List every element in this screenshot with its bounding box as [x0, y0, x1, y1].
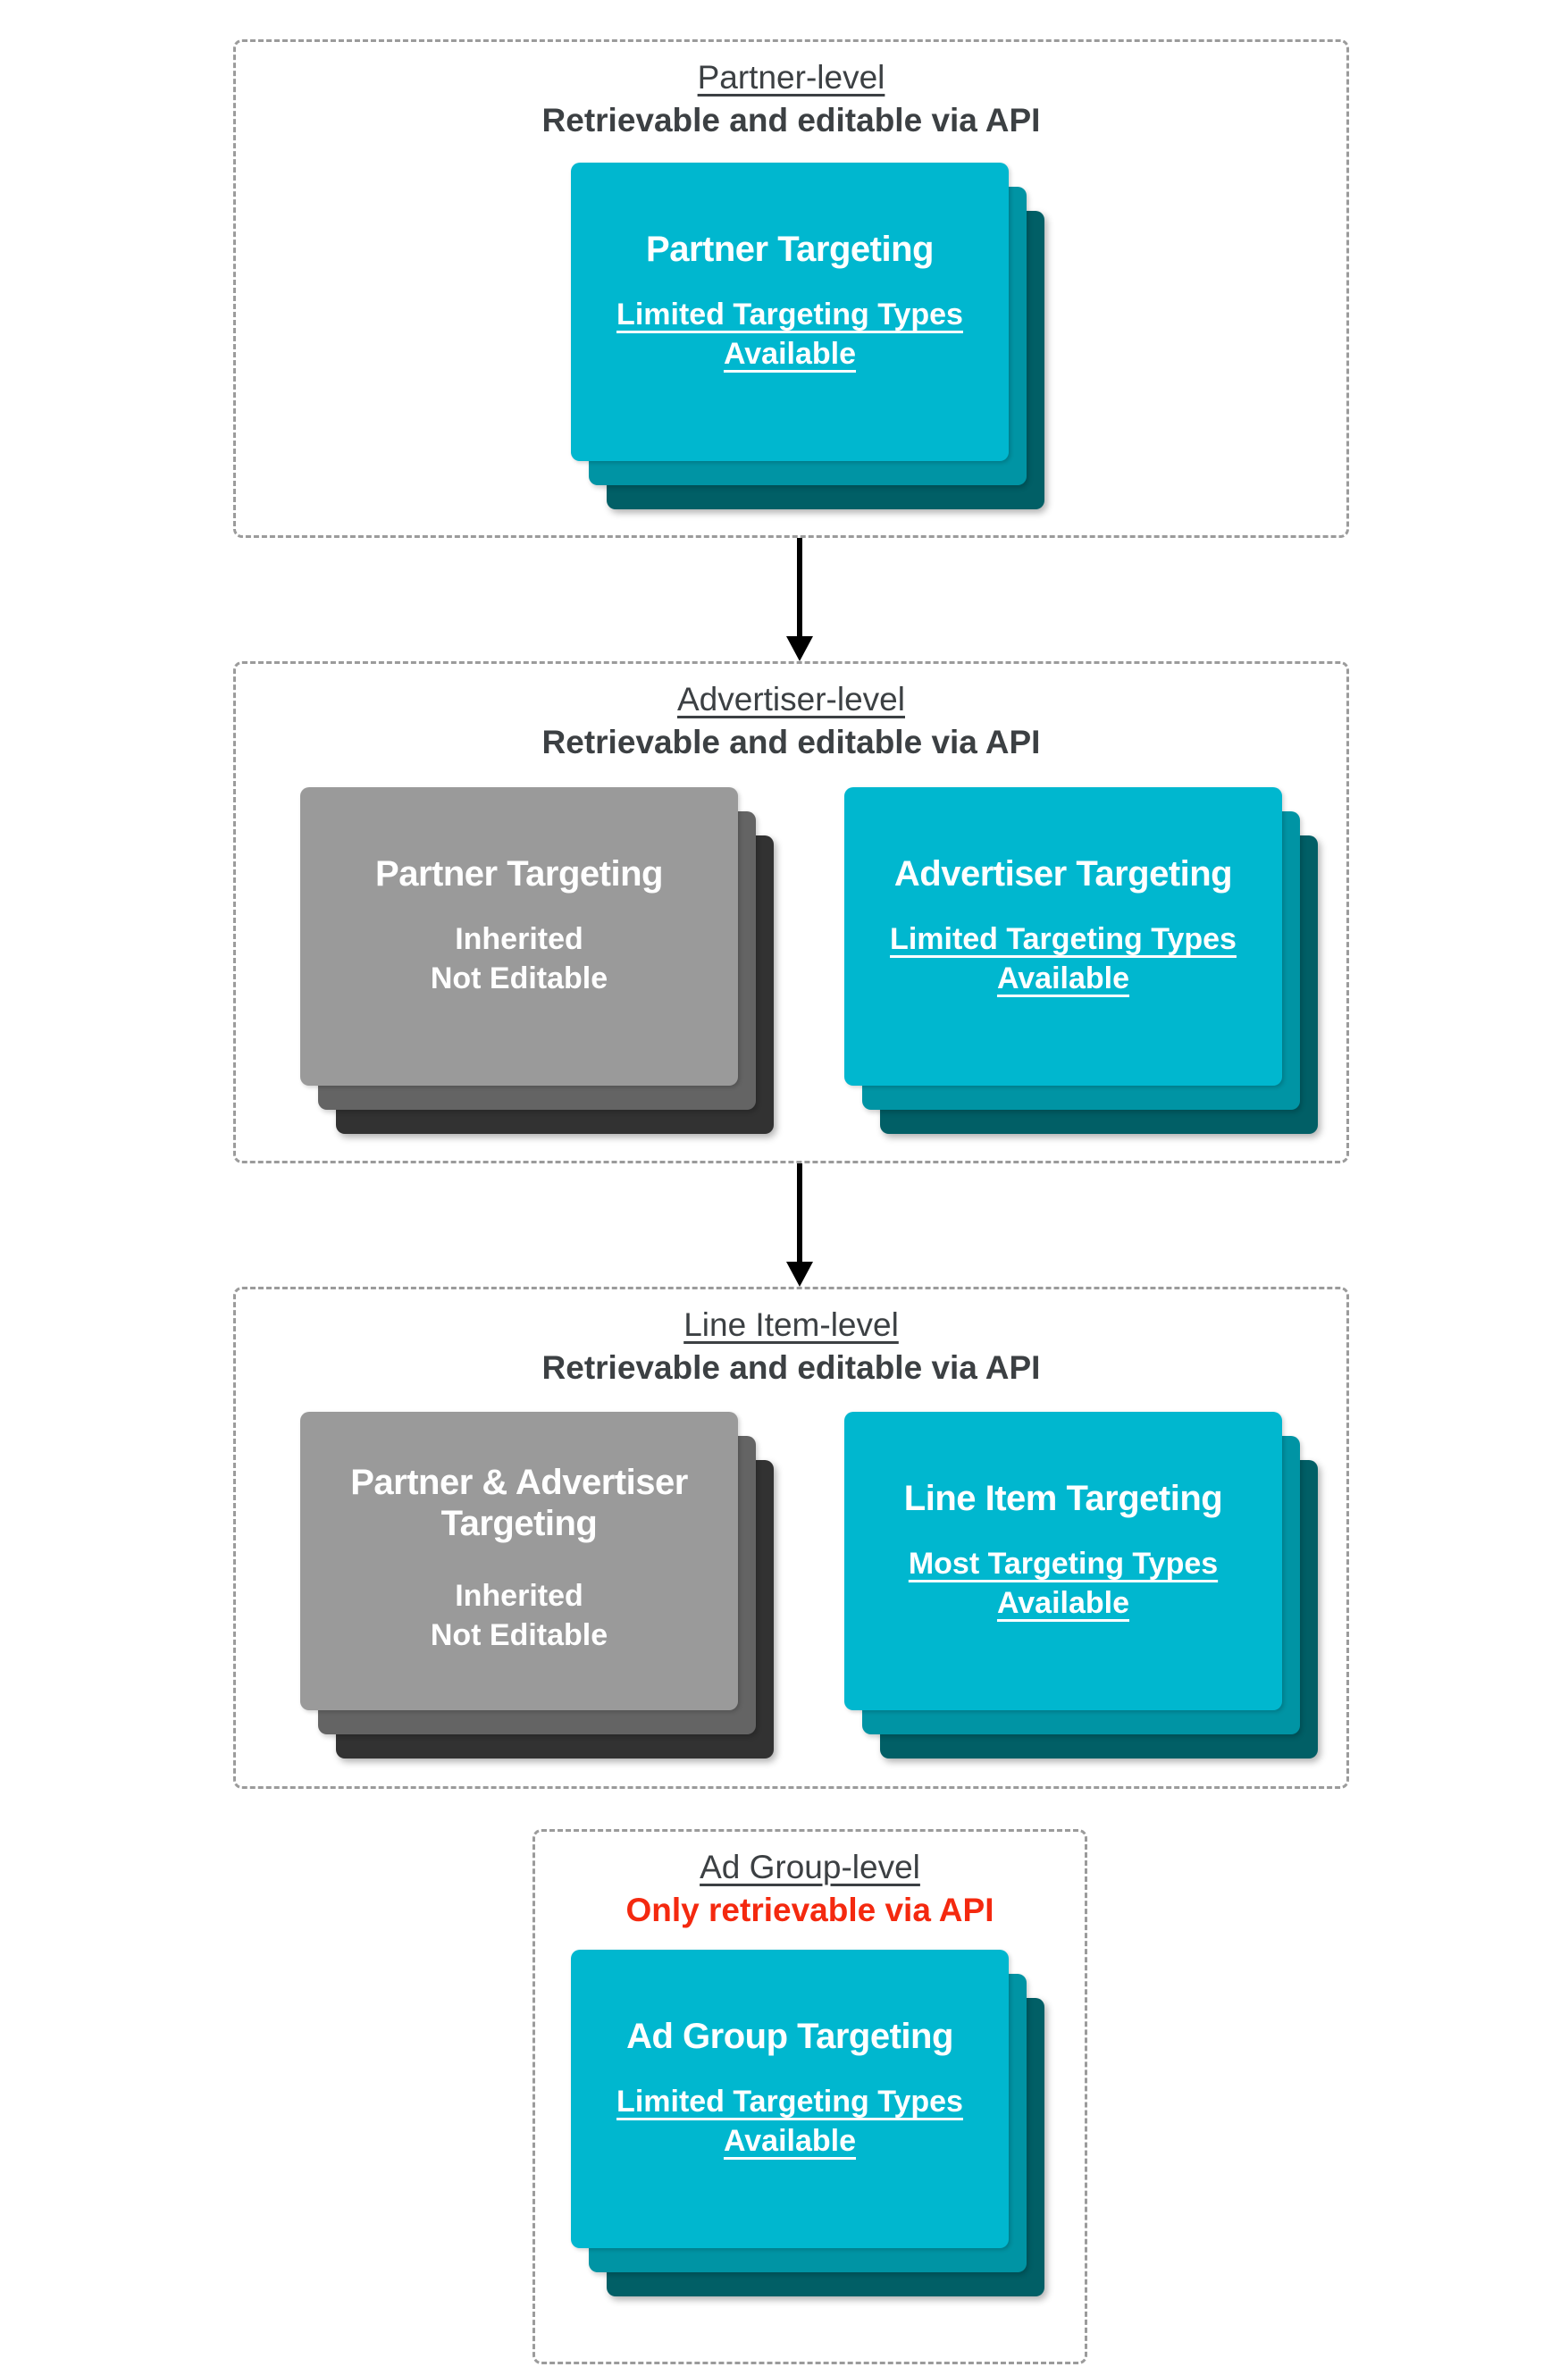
section-subtitle: Retrievable and editable via API — [541, 1349, 1041, 1386]
card-stack: Advertiser Targeting Limited Targeting T… — [844, 787, 1318, 1134]
card-subtitle-line: Available — [996, 961, 1130, 995]
card-subtitle: Most Targeting Types Available — [862, 1544, 1264, 1623]
card-title: Advertiser Targeting — [893, 854, 1233, 894]
card-partner-targeting-inherited: Partner Targeting Inherited Not Editable — [300, 787, 738, 1086]
arrow-line — [797, 1163, 802, 1263]
arrow-line — [797, 538, 802, 638]
card-subtitle-line: Not Editable — [430, 961, 608, 995]
card-partner-advertiser-targeting-inherited: Partner & Advertiser Targeting Inherited… — [300, 1412, 738, 1710]
card-ad-group-targeting: Ad Group Targeting Limited Targeting Typ… — [571, 1950, 1009, 2248]
card-title: Line Item Targeting — [903, 1479, 1223, 1518]
section-line-item-level: Line Item-level Retrievable and editable… — [233, 1287, 1349, 1789]
card-title: Ad Group Targeting — [626, 2017, 953, 2056]
arrow-down-icon — [784, 538, 816, 661]
card-stack: Line Item Targeting Most Targeting Types… — [844, 1412, 1318, 1758]
arrow-head — [786, 636, 813, 661]
card-subtitle-line: Available — [723, 2124, 857, 2158]
section-subtitle: Only retrievable via API — [625, 1892, 994, 1928]
section-title: Ad Group-level — [700, 1849, 920, 1885]
card-partner-targeting: Partner Targeting Limited Targeting Type… — [571, 163, 1009, 461]
card-title: Partner & Advertiser Targeting — [350, 1463, 688, 1543]
card-stack: Partner Targeting Limited Targeting Type… — [571, 163, 1044, 509]
card-subtitle-line: Inherited — [455, 1579, 583, 1613]
card-stack: Partner & Advertiser Targeting Inherited… — [300, 1412, 774, 1758]
card-subtitle-line: Available — [723, 337, 857, 371]
section-subtitle: Retrievable and editable via API — [541, 102, 1041, 138]
card-title: Partner Targeting — [646, 230, 934, 269]
card-subtitle-line: Most Targeting Types — [908, 1547, 1219, 1581]
card-subtitle: Inherited Not Editable — [318, 919, 720, 998]
card-subtitle-line: Inherited — [455, 922, 583, 956]
card-subtitle-line: Limited Targeting Types — [616, 2085, 963, 2119]
card-stack: Partner Targeting Inherited Not Editable — [300, 787, 774, 1134]
card-stack: Ad Group Targeting Limited Targeting Typ… — [571, 1950, 1044, 2296]
section-ad-group-level: Ad Group-level Only retrievable via API … — [532, 1829, 1087, 2364]
section-advertiser-level: Advertiser-level Retrievable and editabl… — [233, 661, 1349, 1163]
card-advertiser-targeting: Advertiser Targeting Limited Targeting T… — [844, 787, 1282, 1086]
section-title: Partner-level — [697, 59, 885, 96]
section-partner-level: Partner-level Retrievable and editable v… — [233, 39, 1349, 538]
card-subtitle: Inherited Not Editable — [318, 1576, 720, 1655]
card-subtitle: Limited Targeting Types Available — [589, 295, 991, 374]
card-line-item-targeting: Line Item Targeting Most Targeting Types… — [844, 1412, 1282, 1710]
card-title: Partner Targeting — [375, 854, 663, 894]
card-subtitle: Limited Targeting Types Available — [589, 2082, 991, 2161]
arrow-down-icon — [784, 1163, 816, 1287]
arrow-head — [786, 1262, 813, 1287]
section-title: Line Item-level — [683, 1306, 899, 1343]
card-subtitle-line: Not Editable — [430, 1618, 608, 1652]
section-subtitle: Retrievable and editable via API — [541, 724, 1041, 760]
card-subtitle-line: Limited Targeting Types — [890, 922, 1237, 956]
section-title: Advertiser-level — [677, 681, 905, 718]
card-subtitle-line: Available — [996, 1586, 1130, 1620]
card-subtitle: Limited Targeting Types Available — [862, 919, 1264, 998]
card-subtitle-line: Limited Targeting Types — [616, 298, 963, 332]
